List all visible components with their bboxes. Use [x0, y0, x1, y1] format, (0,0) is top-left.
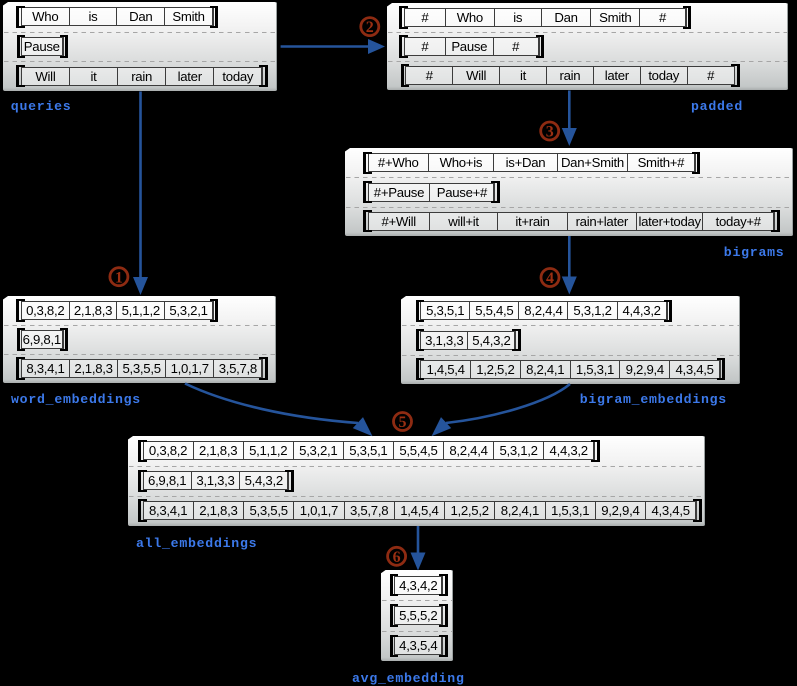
svg-text:4: 4: [546, 270, 554, 287]
svg-text:1: 1: [115, 269, 123, 286]
svg-text:2: 2: [366, 19, 374, 36]
svg-text:6: 6: [393, 549, 401, 566]
svg-text:5: 5: [399, 414, 407, 431]
svg-text:3: 3: [546, 124, 554, 141]
